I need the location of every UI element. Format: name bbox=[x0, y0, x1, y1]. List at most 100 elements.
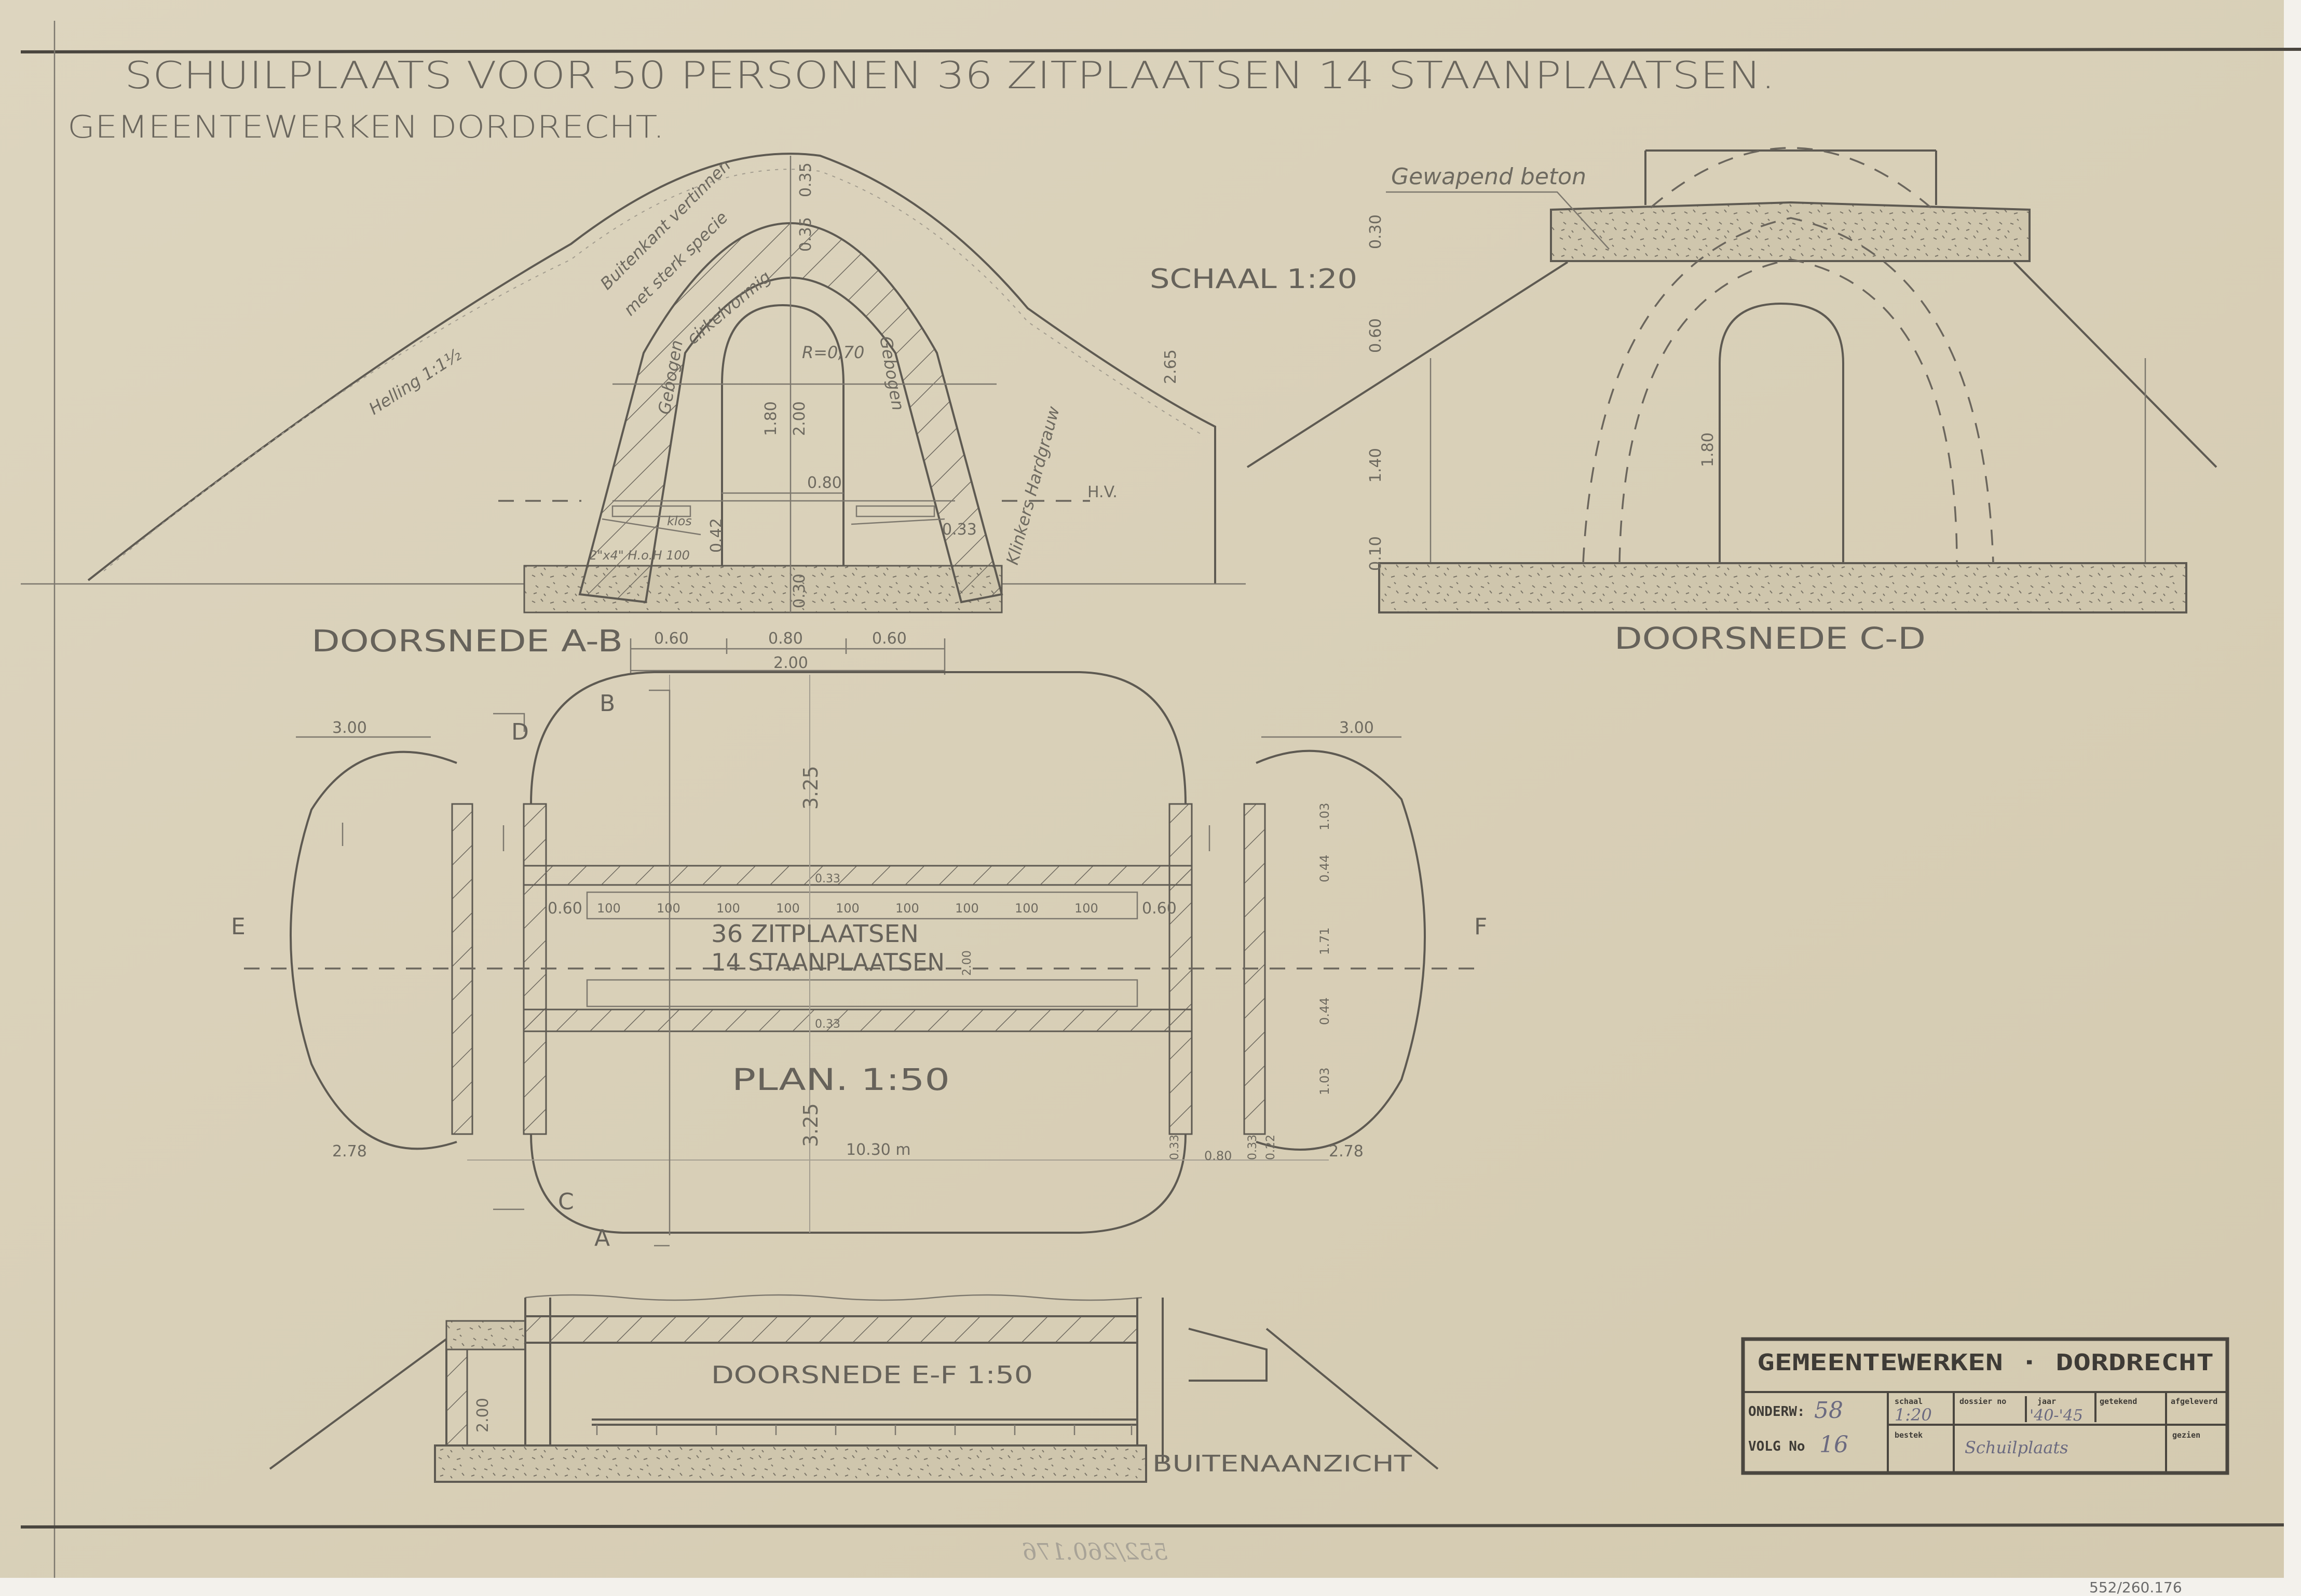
top-bracket bbox=[1644, 149, 1937, 205]
section-a-b-label: DOORSNEDE A-B bbox=[311, 623, 623, 659]
gezien-label: gezien bbox=[2172, 1430, 2200, 1440]
ef-grass-line bbox=[525, 1294, 1142, 1301]
bottom-long-wall bbox=[523, 1008, 1193, 1032]
bench-spacing-label: 100 bbox=[657, 901, 680, 916]
ef-bench bbox=[592, 1418, 1137, 1426]
dim-wall: 0.35 bbox=[797, 217, 815, 252]
dim-wall-side: 0.33 bbox=[942, 521, 977, 539]
section-mark-d: D bbox=[511, 719, 529, 745]
arch-opening-cd bbox=[1719, 302, 1844, 563]
dim-width-mid: 0.80 bbox=[768, 630, 803, 648]
dim-slab: 0.30 bbox=[1367, 214, 1385, 249]
dim-opening-height-cd: 1.80 bbox=[1699, 432, 1717, 467]
radius-label: R=0,70 bbox=[802, 343, 864, 362]
volg-label: VOLG No bbox=[1748, 1439, 1805, 1454]
afgeleverd-label: afgeleverd bbox=[2171, 1397, 2217, 1406]
bench-spacing-label: 100 bbox=[836, 901, 860, 916]
section-mark-b: B bbox=[600, 690, 615, 717]
ef-walls bbox=[524, 1298, 1268, 1464]
dim-end-left: 0.60 bbox=[548, 899, 582, 918]
bench-spacing-label: 100 bbox=[776, 901, 800, 916]
bleed-through-archive-number: 552/260.176 bbox=[1022, 1539, 1168, 1565]
leader-line bbox=[1386, 191, 1610, 250]
ef-roof-slab bbox=[524, 1315, 1138, 1344]
right-mound bbox=[1256, 749, 1426, 1151]
dim-side-b: 0.44 bbox=[1317, 855, 1332, 882]
benches-section bbox=[602, 505, 945, 536]
dim-height-total: 2.65 bbox=[1162, 349, 1180, 384]
volg-value: 16 bbox=[1819, 1431, 1848, 1458]
section-e-f: 2.00 DOORSNEDE E-F 1:50 BUITENAANZICHT bbox=[269, 1294, 1439, 1483]
dim-half-width-bottom: 3.25 bbox=[799, 1103, 822, 1147]
frame-top-line bbox=[20, 48, 2301, 53]
bench-top bbox=[586, 891, 1138, 920]
title-block-frame bbox=[1741, 1337, 2229, 1475]
bench-spacing-label: 100 bbox=[597, 901, 621, 916]
arch-wall-hatched bbox=[578, 222, 1003, 604]
ef-dim-height: 2.00 bbox=[474, 1398, 492, 1433]
dim-side-e: 1.03 bbox=[1317, 1068, 1332, 1095]
bench-spacing-label: 100 bbox=[955, 901, 979, 916]
dim-upper: 0.60 bbox=[1367, 318, 1385, 353]
dim-end-right: 0.60 bbox=[1142, 899, 1177, 918]
dim-width-total: 2.00 bbox=[773, 654, 808, 672]
entry-arrows bbox=[342, 823, 1210, 851]
arch-opening bbox=[721, 304, 845, 566]
dim-entry-wall-2: 0.33 bbox=[1246, 1135, 1259, 1160]
bench-spacing-label: 100 bbox=[1015, 901, 1039, 916]
ef-foundation bbox=[434, 1444, 1147, 1483]
foundation-slab-cd bbox=[1378, 562, 2187, 613]
section-c-d-label: DOORSNEDE C-D bbox=[1614, 621, 1926, 656]
dim-floor: 0.30 bbox=[791, 574, 809, 608]
dim-lower: 1.40 bbox=[1367, 448, 1385, 483]
water-level-label: H.V. bbox=[1087, 483, 1118, 501]
seats-label: 36 ZITPLAATSEN bbox=[711, 920, 919, 948]
bench-bottom bbox=[586, 979, 1138, 1007]
standing-label: 14 STAANPLAATSEN bbox=[711, 948, 945, 976]
dim-wall-top: 0.33 bbox=[815, 872, 840, 885]
reinforced-concrete-slab bbox=[1550, 201, 2031, 262]
bench-spacing-label: 100 bbox=[716, 901, 740, 916]
block-note: klos bbox=[667, 514, 692, 528]
title-block-grid bbox=[1743, 1391, 2227, 1473]
section-a-b: Helling 1:1½ Buitenkant vertinnen met st… bbox=[21, 153, 1246, 675]
ef-roof-end bbox=[445, 1320, 526, 1351]
jaar-label: jaar bbox=[2037, 1397, 2056, 1406]
ef-bench-supports bbox=[596, 1425, 1133, 1435]
dim-mound-right: 3.00 bbox=[1339, 719, 1374, 737]
width-dimension-lines bbox=[630, 638, 946, 675]
dim-base: 0.10 bbox=[1367, 536, 1385, 571]
bestek-label: bestek bbox=[1895, 1430, 1923, 1440]
drawing-subtitle: GEMEENTEWERKEN DORDRECHT. bbox=[67, 109, 664, 145]
plan-outline bbox=[530, 671, 1187, 1234]
jaar-value: '40-'45 bbox=[2030, 1407, 2083, 1425]
mound-verticals bbox=[1429, 358, 2146, 566]
dim-wall-bottom: 0.33 bbox=[815, 1018, 840, 1031]
schaal-value: 1:20 bbox=[1895, 1405, 1932, 1425]
bench-spacing-label: 100 bbox=[895, 901, 919, 916]
drawing-title: SCHUILPLAATS VOOR 50 PERSONEN 36 ZITPLAA… bbox=[125, 53, 1775, 97]
dim-entry-gap: 0.80 bbox=[1204, 1149, 1232, 1163]
section-e-f-label: DOORSNEDE E-F 1:50 bbox=[711, 1361, 1033, 1389]
arch-outer-dashed bbox=[1582, 217, 1994, 564]
section-mark-f: F bbox=[1474, 913, 1487, 940]
archive-number: 552/260.176 bbox=[2089, 1579, 2182, 1596]
getekend-label: getekend bbox=[2100, 1397, 2137, 1406]
frame-bottom-line bbox=[20, 1523, 2284, 1529]
dim-half-width-top: 3.25 bbox=[799, 766, 822, 810]
dim-opening-height: 1.80 bbox=[762, 401, 780, 436]
onderw-label: ONDERW: bbox=[1748, 1404, 1805, 1420]
schaal-label: schaal bbox=[1895, 1397, 1923, 1406]
dim-width-left: 0.60 bbox=[654, 630, 689, 648]
dim-entry-wall-1: 0.33 bbox=[1168, 1135, 1181, 1160]
title-block: GEMEENTEWERKEN · DORDRECHT ONDERW: 58 VO… bbox=[1741, 1337, 2229, 1475]
plan-label: PLAN. 1:50 bbox=[732, 1062, 950, 1097]
dim-cover: 0.35 bbox=[797, 162, 815, 197]
dim-mound-right-bottom: 2.78 bbox=[1329, 1142, 1364, 1161]
bestek-value: Schuilplaats bbox=[1965, 1438, 2068, 1457]
dim-entry-extra: 0.22 bbox=[1264, 1135, 1277, 1160]
